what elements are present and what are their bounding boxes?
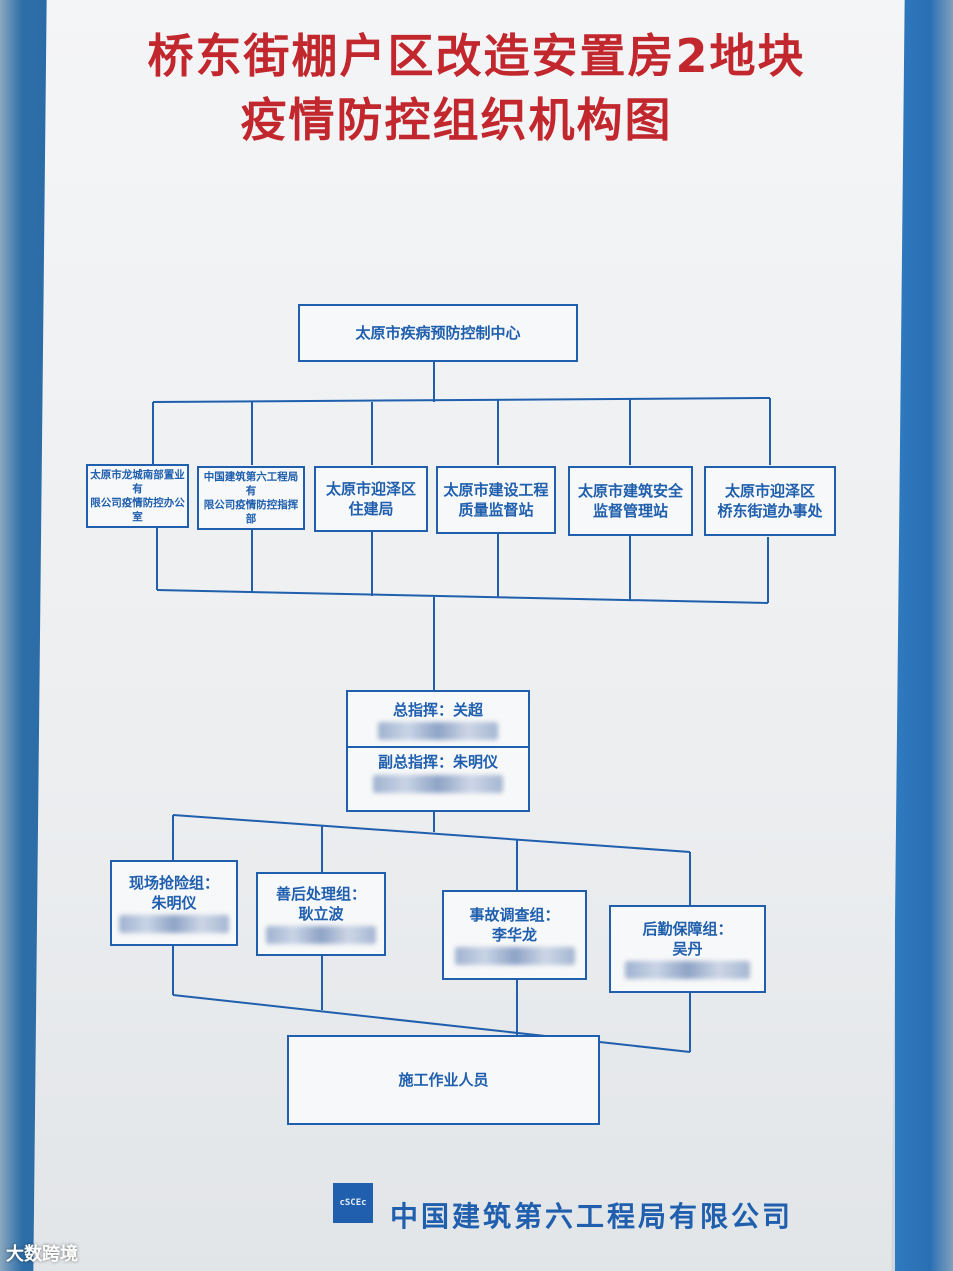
watermark: 大数跨境 [6, 1240, 78, 1266]
chief-commander: 总指挥：关超 [392, 701, 483, 719]
org-label: 施工作业人员 [398, 1070, 489, 1089]
org-label-line1: 太原市迎泽区 [724, 481, 815, 500]
chart-title-line-2: 疫情防控组织机构图 [240, 93, 673, 147]
group-box-investigation: 事故调查组： 李华龙 [442, 890, 587, 980]
command-box: 总指挥：关超 副总指挥：朱明仪 [346, 690, 530, 812]
org-label-line1: 太原市建筑安全 [577, 481, 683, 500]
org-box-tier2-5: 太原市建筑安全 监督管理站 [568, 466, 693, 536]
redacted-phone [266, 926, 376, 945]
group-name: 善后处理组： [275, 884, 366, 903]
org-label-line1: 太原市龙城南部置业有 [90, 468, 185, 495]
group-leader: 吴丹 [672, 940, 703, 958]
chart-title-line-1: 桥东街棚户区改造安置房2地块 [147, 29, 806, 83]
board-frame-right [895, 0, 953, 1271]
group-name: 事故调查组： [469, 905, 560, 924]
org-box-tier2-1: 太原市龙城南部置业有 限公司疫情防控办公室 [86, 464, 189, 528]
org-box-tier2-6: 太原市迎泽区 桥东街道办事处 [704, 466, 836, 536]
org-box-tier2-3: 太原市迎泽区 住建局 [314, 466, 428, 532]
org-label-line2: 限公司疫情防控指挥部 [203, 499, 299, 526]
org-label-line2: 质量监督站 [458, 501, 534, 519]
group-box-aftermath: 善后处理组： 耿立波 [256, 872, 386, 956]
org-label-line1: 太原市建设工程 [443, 480, 549, 499]
group-leader: 耿立波 [298, 905, 344, 923]
cscec-logo-icon: cSCEc [333, 1183, 373, 1223]
group-box-logistics: 后勤保障组： 吴丹 [609, 905, 766, 993]
redacted-phone [119, 915, 229, 934]
org-label-line2: 监督管理站 [592, 502, 668, 520]
org-label-line2: 住建局 [348, 500, 394, 518]
org-label-line2: 限公司疫情防控办公室 [90, 497, 185, 524]
watermark-text: 大数跨境 [6, 1244, 78, 1265]
org-label-line1: 太原市迎泽区 [325, 479, 416, 498]
command-divider [348, 746, 528, 749]
org-label: 太原市疾病预防控制中心 [355, 323, 521, 342]
group-name: 后勤保障组： [642, 919, 733, 938]
group-leader: 李华龙 [491, 926, 537, 944]
company-name: 中国建筑第六工程局有限公司 [390, 1200, 794, 1233]
group-leader: 朱明仪 [151, 894, 197, 912]
org-box-tier2-4: 太原市建设工程 质量监督站 [436, 466, 556, 534]
redacted-phone [625, 961, 750, 980]
group-name: 现场抢险组： [128, 873, 219, 892]
org-label-line1: 中国建筑第六工程局有 [203, 470, 299, 497]
org-box-tier2-2: 中国建筑第六工程局有 限公司疫情防控指挥部 [197, 466, 305, 530]
org-label-line2: 桥东街道办事处 [717, 502, 823, 520]
group-box-rescue: 现场抢险组： 朱明仪 [110, 860, 238, 946]
org-box-workers: 施工作业人员 [287, 1035, 600, 1125]
redacted-phone [378, 722, 498, 741]
redacted-phone [454, 947, 575, 966]
org-box-cdc: 太原市疾病预防控制中心 [298, 304, 578, 362]
deputy-commander: 副总指挥：朱明仪 [377, 753, 498, 772]
redacted-phone [373, 774, 503, 793]
logo-text: cSCEc [339, 1198, 367, 1208]
